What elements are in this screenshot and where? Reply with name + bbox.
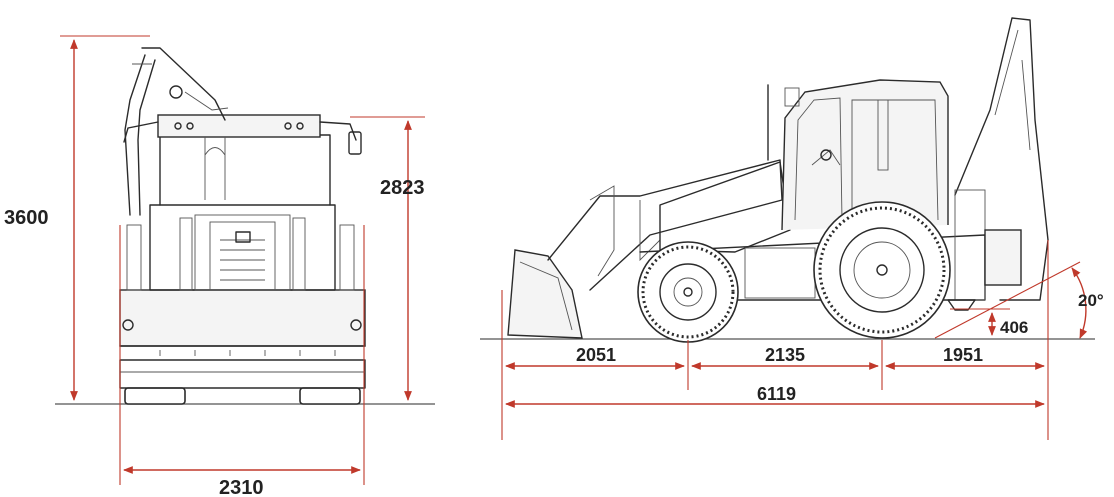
label-front-total-height: 3600 [4,207,49,229]
side-backhoe-arm [954,17,1049,301]
side-engine-hood [659,161,791,253]
side-loader-arm [547,159,783,291]
side-rear-wheel [813,201,951,339]
front-right-wheel [299,387,361,405]
label-rear-overhang: 1951 [943,345,983,365]
side-fuel-tank [744,247,816,299]
front-backhoe-boom [141,47,226,121]
side-cab [781,79,949,231]
label-total-length: 6119 [757,384,796,404]
front-view [55,47,435,405]
side-backhoe-bucket [984,229,1022,286]
front-cab-roof [157,114,321,138]
front-axle-housing [119,359,366,389]
front-cab [159,134,331,206]
departure-angle-arc [1071,267,1088,339]
label-front-width: 2310 [219,477,264,497]
side-dimensions [501,240,1088,440]
label-front-overhang: 2051 [576,345,616,365]
side-view [480,17,1095,343]
front-bucket [119,289,366,347]
front-dimensions [60,35,425,485]
front-left-wheel [124,387,186,405]
label-wheelbase: 2135 [765,345,805,365]
departure-angle-line [934,261,1081,339]
front-right-mirror [348,131,362,155]
label-departure-angle: 20° [1078,291,1104,310]
label-ground-clearance: 406 [1000,318,1028,337]
side-stabilizer [954,189,986,301]
label-front-cab-height: 2823 [380,177,425,199]
front-body [149,204,336,291]
side-front-wheel [637,241,739,343]
side-front-bucket [507,249,583,339]
